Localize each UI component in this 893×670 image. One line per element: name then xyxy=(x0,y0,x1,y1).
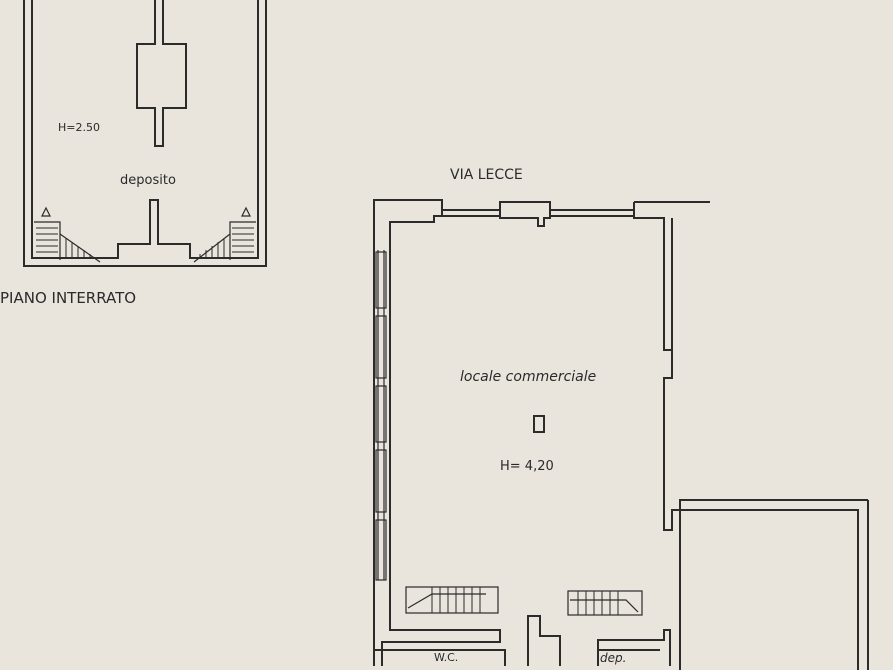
basement-plan: H=2.50 deposito PIANO INTERRATO xyxy=(0,0,267,307)
ground-front-wall-right xyxy=(550,209,634,217)
basement-height-label: H=2.50 xyxy=(58,121,100,134)
ground-central-column xyxy=(533,415,545,433)
basement-floor-label: PIANO INTERRATO xyxy=(0,289,136,307)
ground-front-wall-mid xyxy=(442,209,500,217)
basement-room-label: deposito xyxy=(120,173,176,188)
basement-outer-wall xyxy=(23,0,267,267)
ground-annex-wall xyxy=(679,500,869,670)
ground-floor-plan: VIA LECCE xyxy=(373,167,869,670)
basement-stair-left xyxy=(34,206,101,263)
ground-wc-box xyxy=(374,649,506,666)
wc-label: W.C. xyxy=(434,651,458,664)
storage-label: dep. xyxy=(600,651,626,665)
ground-outer-wall-right xyxy=(633,201,868,531)
ground-front-pillar xyxy=(499,201,551,227)
basement-bottom-inner xyxy=(31,199,259,259)
ground-outer-wall-left xyxy=(373,199,443,666)
ground-stair-right xyxy=(567,590,643,616)
ground-room-label: locale commerciale xyxy=(460,369,596,385)
ground-height-label: H= 4,20 xyxy=(500,459,554,474)
basement-stair-right xyxy=(193,206,256,263)
ground-bottom-wall-right xyxy=(597,629,671,666)
ground-stair-left xyxy=(405,586,499,614)
ground-left-windows xyxy=(375,250,387,581)
street-label: VIA LECCE xyxy=(450,167,523,183)
basement-central-pillar xyxy=(136,0,187,147)
ground-bottom-wall-left xyxy=(381,610,501,666)
ground-center-pillar-bottom xyxy=(527,615,561,666)
